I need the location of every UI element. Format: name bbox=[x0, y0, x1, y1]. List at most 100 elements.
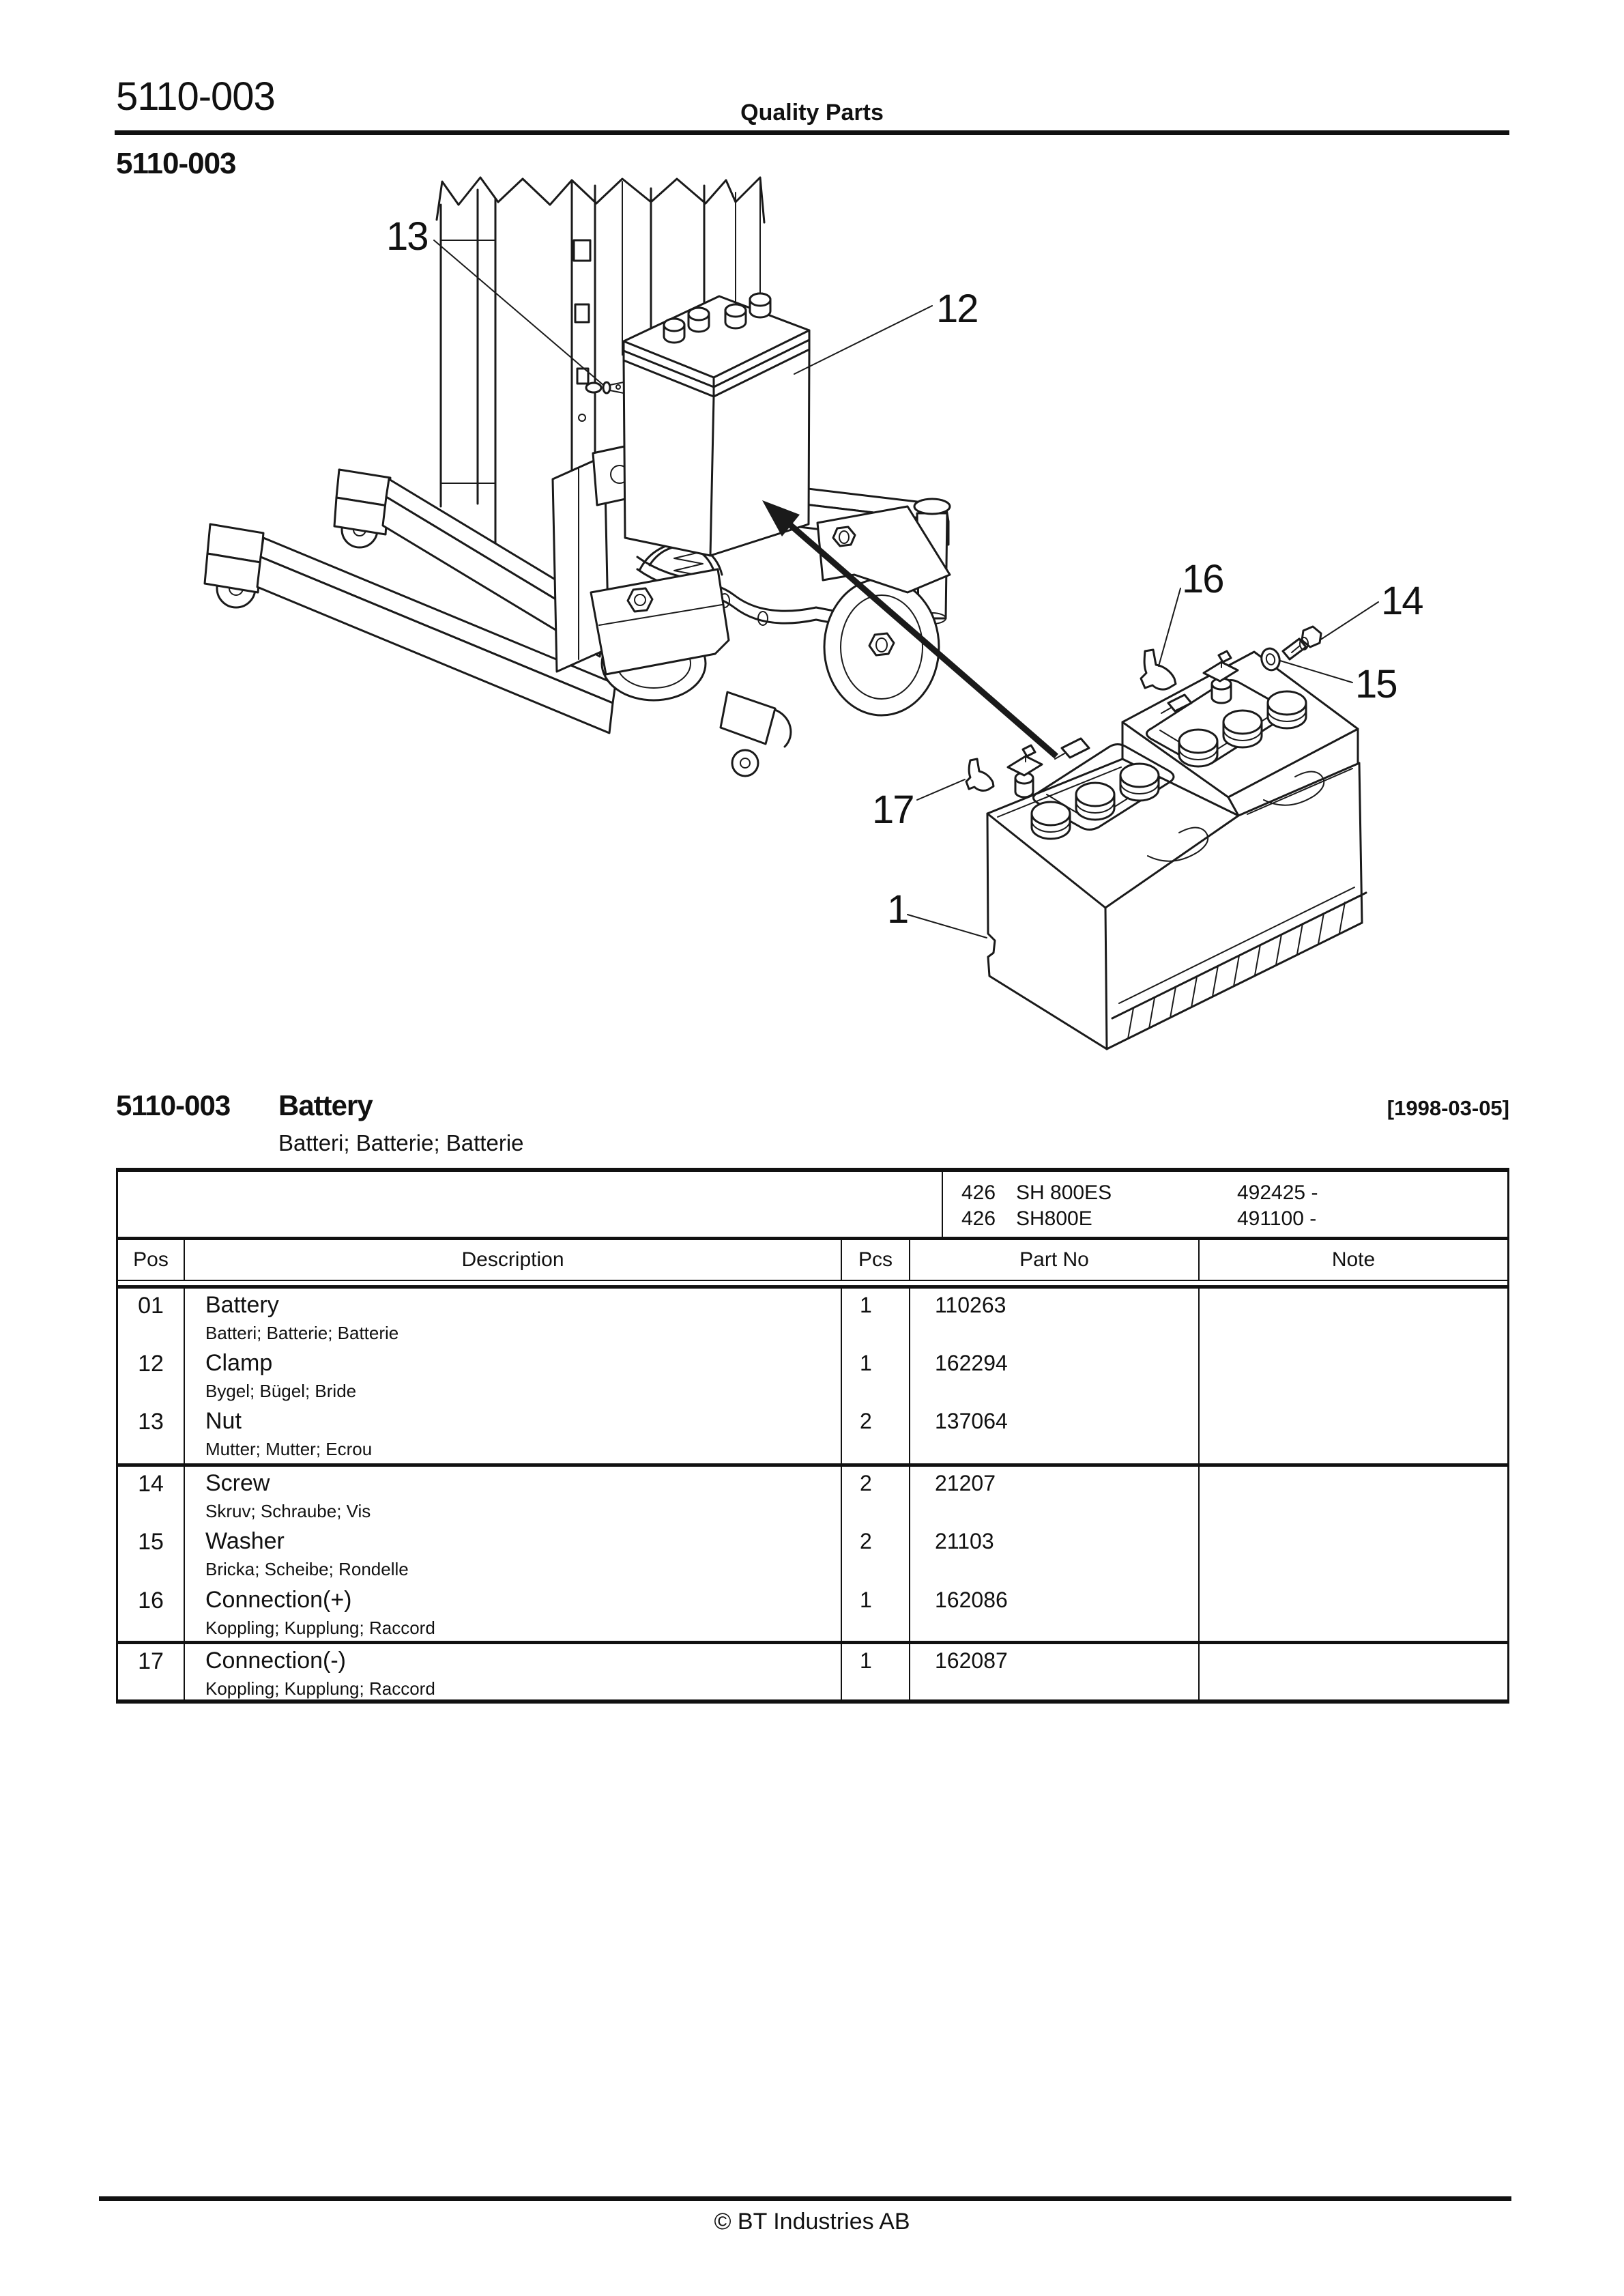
table-row: 01 Battery Batteri; Batterie; Batterie 1… bbox=[118, 1289, 1507, 1347]
wing-nut bbox=[585, 381, 624, 394]
cell-note bbox=[1200, 1347, 1507, 1405]
cell-note bbox=[1200, 1289, 1507, 1347]
header-underline-gap bbox=[118, 1281, 1507, 1285]
header-center-title: Quality Parts bbox=[740, 100, 884, 126]
drive-wheel-unit bbox=[590, 542, 792, 777]
cell-pos: 15 bbox=[118, 1525, 185, 1583]
cell-pcs: 2 bbox=[842, 1405, 910, 1463]
truck-illustration bbox=[203, 176, 951, 777]
connection-clip-16 bbox=[1140, 648, 1177, 691]
leader-16 bbox=[1158, 588, 1181, 667]
callouts: 13 12 16 14 15 17 1 bbox=[386, 214, 1424, 938]
washer-15 bbox=[1260, 647, 1281, 672]
callout-17: 17 bbox=[872, 788, 914, 832]
description-translations: Koppling; Kupplung; Raccord bbox=[205, 1678, 435, 1699]
cell-part: 21207 bbox=[910, 1467, 1200, 1525]
leader-1 bbox=[907, 914, 987, 938]
col-header-pcs: Pcs bbox=[842, 1240, 910, 1280]
footer-rule bbox=[99, 2196, 1511, 2201]
battery-slot-left bbox=[1147, 827, 1209, 862]
truck-battery-box bbox=[622, 292, 811, 557]
description: Battery bbox=[205, 1292, 279, 1318]
col-header-note: Note bbox=[1331, 1248, 1376, 1271]
callout-15: 15 bbox=[1355, 662, 1397, 706]
section-title: Battery bbox=[278, 1089, 373, 1121]
cell-note bbox=[1200, 1405, 1507, 1463]
leader-12 bbox=[794, 305, 933, 375]
cell-pos: 12 bbox=[118, 1347, 185, 1405]
cell-note bbox=[1200, 1644, 1507, 1699]
cell-part: 21103 bbox=[910, 1525, 1200, 1583]
cell-pcs: 1 bbox=[842, 1347, 910, 1405]
model-code: 426 bbox=[961, 1181, 996, 1204]
cell-pos: 16 bbox=[118, 1583, 185, 1641]
callout-14: 14 bbox=[1381, 579, 1423, 623]
mast bbox=[435, 176, 766, 547]
description-translations: Batteri; Batterie; Batterie bbox=[205, 1323, 399, 1343]
description: Connection(-) bbox=[205, 1648, 346, 1674]
description: Connection(+) bbox=[205, 1587, 352, 1613]
table-row: 13 Nut Mutter; Mutter; Ecrou 2 137064 bbox=[118, 1405, 1507, 1463]
leader-14 bbox=[1319, 601, 1379, 641]
screw-14 bbox=[1281, 625, 1322, 661]
model-serial: 491100 - bbox=[1237, 1207, 1317, 1230]
model-name: SH 800ES bbox=[1016, 1181, 1112, 1204]
cell-pcs: 2 bbox=[842, 1467, 910, 1525]
cell-part: 162294 bbox=[910, 1347, 1200, 1405]
battery-cell-caps bbox=[1030, 690, 1307, 840]
leader-13 bbox=[433, 240, 604, 386]
truck-battery-terminals bbox=[663, 292, 772, 344]
section-date: [1998-03-05] bbox=[1387, 1096, 1509, 1120]
cell-pos: 17 bbox=[118, 1644, 185, 1699]
description: Screw bbox=[205, 1470, 270, 1496]
description: Clamp bbox=[205, 1350, 273, 1376]
section-subtitle: Batteri; Batterie; Batterie bbox=[278, 1130, 524, 1156]
description-translations: Mutter; Mutter; Ecrou bbox=[205, 1439, 373, 1459]
cell-desc: Nut Mutter; Mutter; Ecrou bbox=[185, 1405, 842, 1463]
model-code: 426 bbox=[961, 1207, 996, 1230]
leader-17 bbox=[916, 779, 966, 801]
col-header-part: Part No bbox=[910, 1240, 1200, 1280]
cell-desc: Screw Skruv; Schraube; Vis bbox=[185, 1467, 842, 1525]
group-separator bbox=[118, 1463, 1507, 1467]
description-translations: Bricka; Scheibe; Rondelle bbox=[205, 1559, 409, 1579]
callout-12: 12 bbox=[936, 287, 978, 331]
description-translations: Bygel; Bügel; Bride bbox=[205, 1381, 357, 1401]
cell-desc: Connection(-) Koppling; Kupplung; Raccor… bbox=[185, 1644, 842, 1699]
cell-pos: 14 bbox=[118, 1467, 185, 1525]
callout-16: 16 bbox=[1182, 557, 1223, 601]
cell-desc: Clamp Bygel; Bügel; Bride bbox=[185, 1347, 842, 1405]
description: Washer bbox=[205, 1528, 285, 1554]
cell-desc: Battery Batteri; Batterie; Batterie bbox=[185, 1289, 842, 1347]
description-translations: Koppling; Kupplung; Raccord bbox=[205, 1618, 435, 1638]
cell-pcs: 2 bbox=[842, 1525, 910, 1583]
model-box: 426 SH 800ES 492425 - 426 SH800E 491100 … bbox=[118, 1172, 1507, 1240]
description-translations: Skruv; Schraube; Vis bbox=[205, 1501, 371, 1521]
model-serial: 492425 - bbox=[1237, 1181, 1318, 1204]
connection-clip-17 bbox=[965, 758, 995, 792]
section-number: 5110-003 bbox=[116, 1089, 231, 1121]
col-header-desc: Description bbox=[185, 1240, 842, 1280]
direction-arrow bbox=[762, 500, 1058, 759]
parts-table: 426 SH 800ES 492425 - 426 SH800E 491100 … bbox=[116, 1168, 1509, 1704]
group-separator bbox=[118, 1641, 1507, 1644]
caster-wheel-right bbox=[816, 505, 951, 717]
doc-number: 5110-003 bbox=[116, 74, 276, 119]
cell-part: 162086 bbox=[910, 1583, 1200, 1641]
battery-terminals bbox=[1006, 650, 1239, 799]
cell-part: 110263 bbox=[910, 1289, 1200, 1347]
table-row: 12 Clamp Bygel; Bügel; Bride 1 162294 bbox=[118, 1347, 1507, 1405]
model-box-divider bbox=[942, 1172, 943, 1237]
battery-fins bbox=[1105, 887, 1367, 1050]
table-header-row: Pos Description Pcs Part No Note bbox=[118, 1240, 1507, 1280]
battery-slot-right bbox=[1263, 771, 1325, 806]
leader-15 bbox=[1279, 660, 1353, 683]
cell-pos: 01 bbox=[118, 1289, 185, 1347]
cell-note bbox=[1200, 1583, 1507, 1641]
col-header-pos: Pos bbox=[118, 1240, 185, 1280]
cell-part: 162087 bbox=[910, 1644, 1200, 1699]
parts-diagram: 13 12 16 14 15 17 1 bbox=[203, 176, 1424, 1050]
battery-illustration bbox=[965, 625, 1367, 1050]
description: Nut bbox=[205, 1408, 242, 1434]
